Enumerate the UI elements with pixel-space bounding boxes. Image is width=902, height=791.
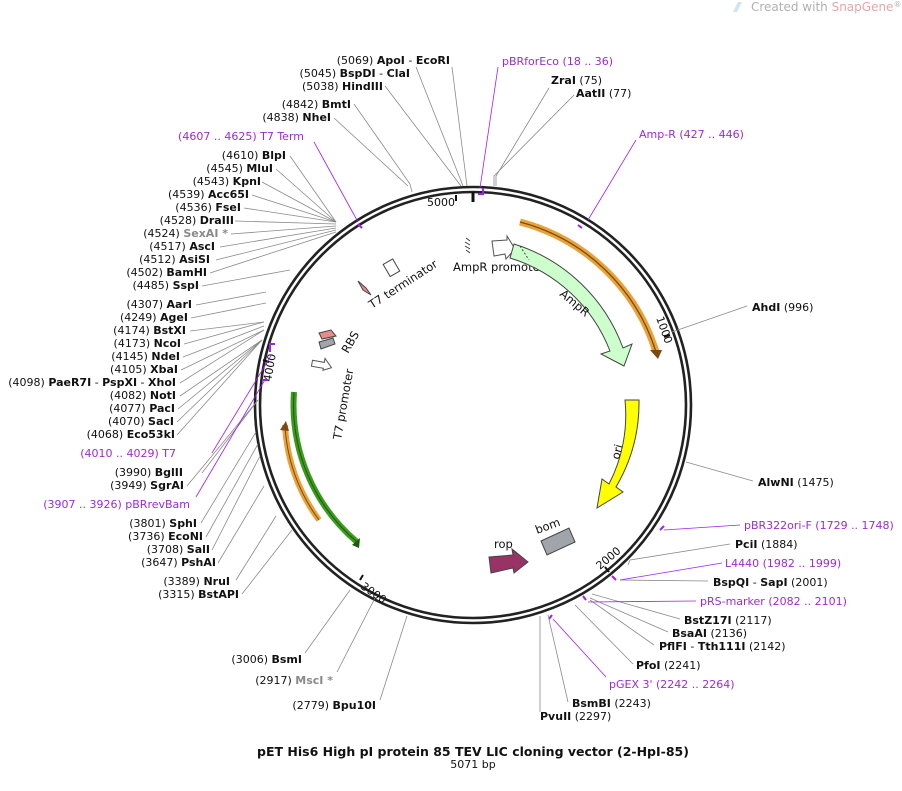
primer-label: Amp-R (427 .. 446) (639, 128, 744, 141)
feature-rbs: RBS (318, 329, 362, 356)
site-label: (4145) NdeI (111, 350, 180, 363)
site-label: (4539) Acc65I (168, 188, 249, 201)
tick-4000: 4000 (261, 353, 279, 383)
site-label: (4543) KpnI (193, 175, 261, 188)
site-label: (3315) BstAPI (158, 588, 239, 601)
site-label: (4070) SacI (108, 415, 174, 428)
site-label: (3949) SgrAI (110, 479, 184, 492)
svg-text:T7 terminator: T7 terminator (365, 257, 440, 313)
feature-rop: rop (488, 537, 529, 574)
site-label: (4838) NheI (262, 111, 331, 124)
feature-ori: ori (596, 399, 640, 510)
leader-lines (176, 66, 754, 712)
plasmid-backbone (253, 185, 693, 625)
site-label: AlwNI (1475) (758, 476, 834, 489)
site-label: (3990) BglII (115, 466, 183, 479)
site-label: (4173) NcoI (114, 337, 181, 350)
site-label: PciI (1884) (735, 538, 798, 551)
primer-label: (4010 .. 4029) T7 (80, 447, 176, 460)
site-label: (4105) XbaI (110, 363, 178, 376)
svg-text:RBS: RBS (338, 329, 362, 356)
site-label: (4610) BlpI (222, 149, 286, 162)
site-label: (3708) SalI (147, 543, 210, 556)
site-label: (3736) EcoNI (128, 530, 203, 543)
site-label: (2917) MscI * (255, 674, 333, 687)
site-label: ZraI (75) (551, 74, 602, 87)
site-label: PvuII (2297) (540, 710, 611, 723)
site-label: (4512) AsiSI (139, 253, 210, 266)
site-label: AhdI (996) (752, 301, 813, 314)
site-label: (3801) SphI (129, 517, 197, 530)
site-label: PfoI (2241) (636, 659, 701, 672)
site-label: (4082) NotI (110, 389, 176, 402)
site-label: (4249) AgeI (120, 311, 188, 324)
site-label: (4077) PacI (109, 402, 175, 415)
svg-text:rop: rop (494, 537, 513, 551)
left-enzyme-labels: (5069) ApoI - EcoRI (5045) BspDI - ClaI … (8, 54, 450, 712)
site-label: AatII (77) (576, 87, 631, 100)
site-label: (4517) AscI (149, 240, 215, 253)
site-label: (5069) ApoI - EcoRI (337, 54, 450, 67)
svg-text:T7 promoter: T7 promoter (330, 368, 356, 442)
tick-5000: 5000 (427, 196, 455, 209)
site-label: (4307) AarI (126, 298, 192, 311)
site-label: BsmBI (2243) (572, 697, 651, 710)
site-label: (5045) BspDI - ClaI (300, 67, 410, 80)
primer-label: (4607 .. 4625) T7 Term (178, 130, 304, 143)
svg-text:Created with SnapGene®: Created with SnapGene® (751, 0, 901, 14)
site-label: PflFI - Tth111I (2142) (659, 640, 786, 653)
primer-label: L4440 (1982 .. 1999) (725, 557, 841, 570)
svg-text:AmpR promoter: AmpR promoter (453, 260, 545, 274)
site-label: BsaAI (2136) (672, 627, 747, 640)
primer-label: pRS-marker (2082 .. 2101) (700, 595, 847, 608)
site-label: (5038) HindIII (302, 80, 383, 93)
map-length: 5071 bp (450, 758, 495, 771)
site-label: (2779) Bpu10I (292, 699, 376, 712)
feature-t7-terminator: T7 terminator (357, 237, 471, 313)
map-title: pET His6 High pI protein 85 TEV LIC clon… (257, 744, 689, 759)
feature-pbrrevbam-arc (280, 421, 322, 522)
site-label: (4098) PaeR7I - PspXI - XhoI (8, 376, 176, 389)
snapgene-watermark: Created with SnapGene® (733, 0, 901, 14)
feature-bom: bom (533, 515, 576, 556)
site-label: (3006) BsmI (231, 653, 302, 666)
site-label: (3389) NruI (163, 575, 230, 588)
site-label: (4528) DraIII (160, 214, 234, 227)
site-label: (4174) BstXI (113, 324, 186, 337)
feature-t7-promoter: T7 promoter (290, 357, 360, 548)
svg-text:ori: ori (608, 443, 625, 461)
site-label: (4536) FseI (175, 201, 241, 214)
position-ticks: 1000 2000 3000 4000 5000 (261, 195, 675, 607)
snapgene-logo-icon (733, 2, 742, 12)
site-label: (3647) PshAI (141, 556, 216, 569)
site-label: (4842) BmtI (282, 98, 351, 111)
primer-marks (262, 188, 665, 620)
primer-label: pBRforEco (18 .. 36) (502, 55, 613, 68)
site-label: (4524) SexAI * (143, 227, 228, 240)
primer-label: (3907 .. 3926) pBRrevBam (43, 498, 190, 511)
primer-label: pGEX 3' (2242 .. 2264) (609, 678, 735, 691)
tick-1000: 1000 (653, 315, 675, 346)
site-label: (4485) SspI (132, 279, 199, 292)
feature-ampr: AmpR (509, 243, 633, 367)
right-enzyme-labels: pBRforEco (18 .. 36) ZraI (75) AatII (77… (502, 55, 894, 723)
primer-label: pBR322ori-F (1729 .. 1748) (744, 519, 894, 532)
site-label: (4068) Eco53kI (87, 428, 175, 441)
primer-leaders (195, 66, 741, 678)
site-label: BspQI - SapI (2001) (713, 576, 828, 589)
feature-ampr-promoter: AmpR promoter (453, 234, 545, 274)
site-label: (4545) MluI (206, 162, 273, 175)
site-label: BstZ17I (2117) (684, 614, 772, 627)
tick-3000: 3000 (358, 580, 388, 607)
feature-amp-r-primer-arc (519, 218, 662, 359)
site-label: (4502) BamHI (126, 266, 207, 279)
